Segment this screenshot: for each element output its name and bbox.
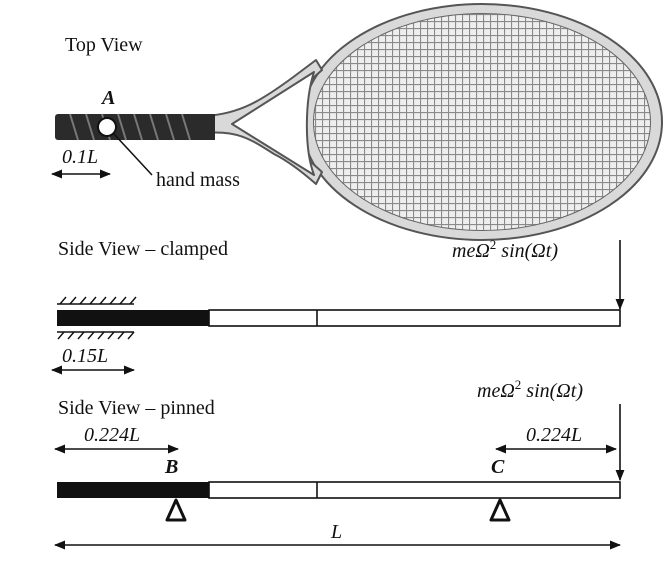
hand-mass-label: hand mass xyxy=(156,169,240,191)
clamped-beam xyxy=(57,309,621,327)
string-bed xyxy=(314,14,650,230)
pinned-force-label: meΩ2 sin(Ωt) xyxy=(477,377,583,402)
racket-throat xyxy=(204,59,323,185)
top-view-title: Top View xyxy=(65,34,143,56)
right-span-label: 0.224L xyxy=(526,424,582,446)
racket-handle xyxy=(55,113,215,141)
point-a-label: A xyxy=(100,87,115,109)
clamp-support xyxy=(57,296,137,340)
clamped-view: Side View – clamped meΩ2 sin(Ωt) 0.15L xyxy=(50,237,625,375)
top-view: Top View A hand mass 0.1L xyxy=(50,3,663,241)
point-b-label: B xyxy=(164,456,178,478)
racket-head xyxy=(301,3,663,241)
clamp-dimension-label: 0.15L xyxy=(62,345,108,367)
grip-dimension-label: 0.1L xyxy=(62,146,98,168)
pinned-view: Side View – pinned meΩ2 sin(Ωt) 0.224L 0… xyxy=(53,377,625,550)
hand-mass-leader xyxy=(113,133,153,176)
pin-support-c xyxy=(489,498,511,522)
pinned-view-title: Side View – pinned xyxy=(58,397,215,419)
clamped-force-label: meΩ2 sin(Ωt) xyxy=(452,237,558,262)
pin-support-b xyxy=(165,498,187,522)
point-c-label: C xyxy=(491,456,505,478)
length-label: L xyxy=(330,521,342,543)
clamped-view-title: Side View – clamped xyxy=(58,238,228,260)
pinned-beam xyxy=(57,481,621,499)
left-span-label: 0.224L xyxy=(84,424,140,446)
hand-mass-circle xyxy=(97,117,117,137)
